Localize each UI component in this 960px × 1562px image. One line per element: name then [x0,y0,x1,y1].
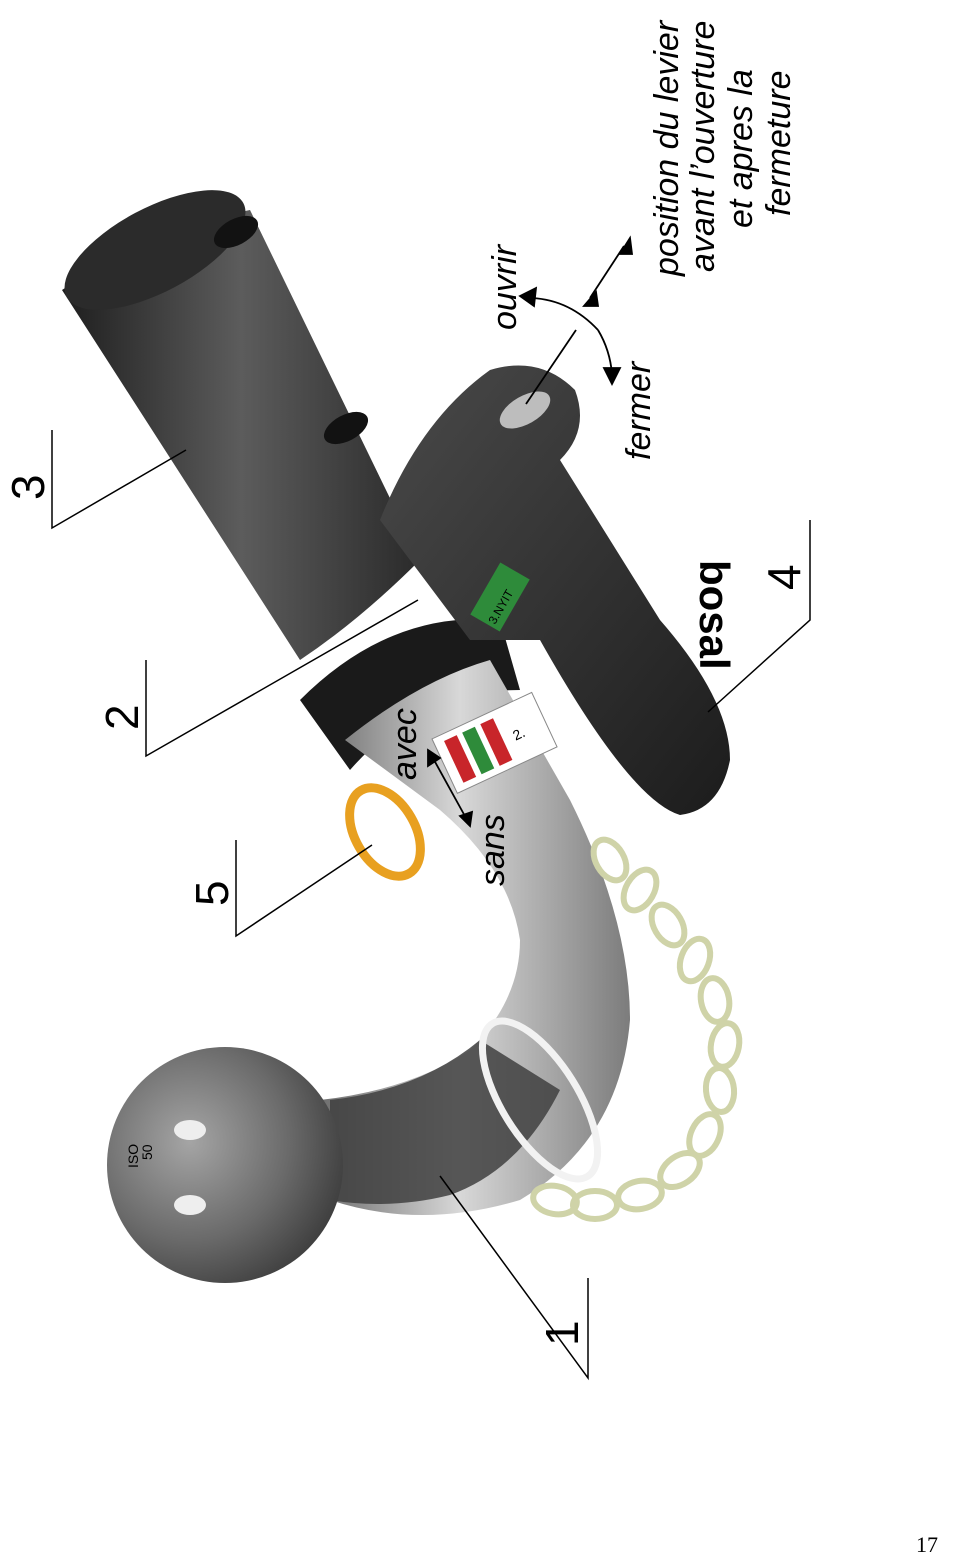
page-number: 17 [916,1532,938,1557]
indicator-sticker: 2. [431,691,558,794]
tube-hole-upper [213,215,259,249]
leader-line-2 [145,599,419,758]
leader-line-5 [235,840,373,938]
label-position-3: et apres la [722,69,760,228]
ball-stamp-1: ISO [125,1144,141,1168]
leader-line-1 [439,1175,589,1381]
label-sans: sans [474,814,512,886]
safety-chain [530,836,743,1222]
part-label-3: 3 [2,474,54,500]
label-ouvrir: ouvrir [486,243,524,330]
part-label-2: 2 [96,704,148,730]
leader-line-3 [51,430,187,530]
receiver-tube [62,190,420,660]
part-label-4: 4 [758,564,810,590]
yellow-ring [345,783,425,881]
annotation-arrows [427,235,634,828]
label-fermer: fermer [620,360,658,460]
part-label-5: 5 [186,880,238,906]
label-avec: avec [386,708,424,780]
label-position-2: avant l’ouverture [684,21,722,272]
leader-lines [51,430,811,1381]
lever-sticker [470,562,530,632]
hook-shaft [320,660,630,1215]
brand-logo: bosal [691,560,738,670]
locking-lever: bosal 3.NYIT [380,365,738,815]
leader-line-4 [707,520,811,713]
shaft-ring [478,1017,602,1183]
ball-stamp-2: 50 [139,1144,155,1160]
label-position-1: position du levier [648,19,686,277]
tube-hole-lower [323,411,369,445]
label-position-4: fermeture [760,71,798,217]
coupling-ball: ISO 50 [107,1047,343,1283]
part-label-1: 1 [536,1320,588,1346]
